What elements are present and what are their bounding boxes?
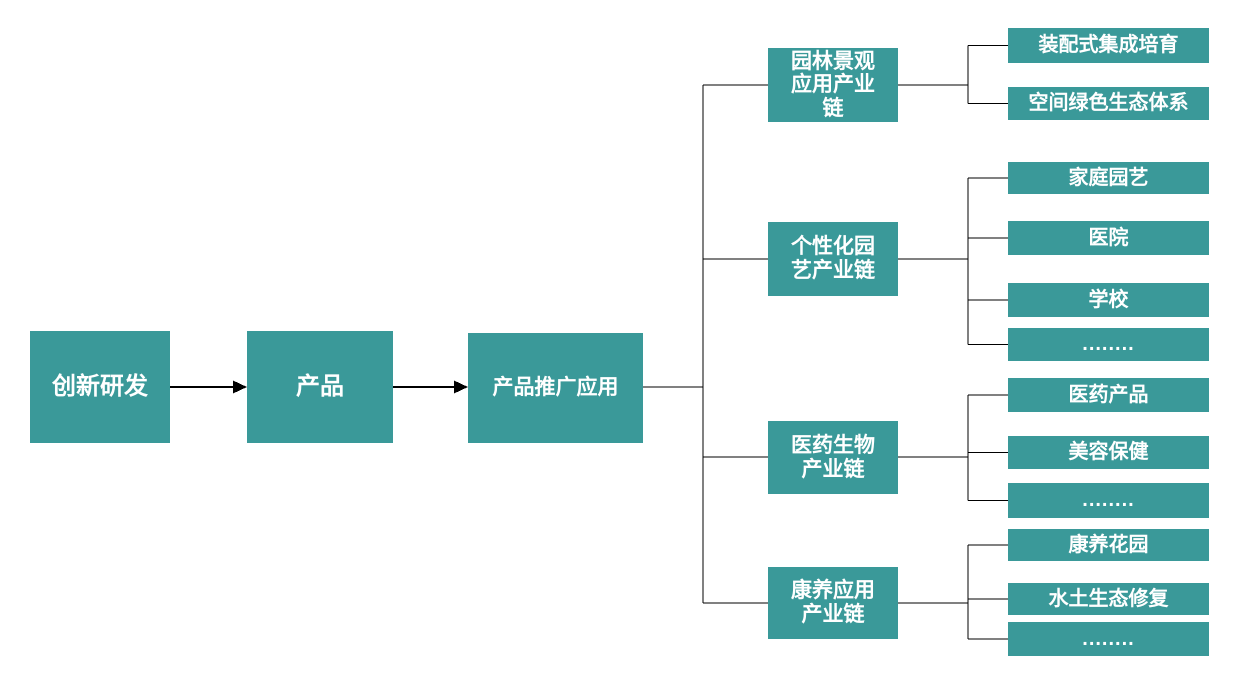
- leaf-box-beauty-care: 美容保健: [1008, 436, 1209, 469]
- leaf-label: ........: [1082, 627, 1135, 650]
- chain-box-landscape: 园林景观 应用产业 链: [768, 48, 898, 122]
- chain-box-personalized-gardening: 个性化园 艺产业链: [768, 222, 898, 296]
- leaf-label: 医药产品: [1068, 383, 1149, 406]
- leaf-label: 空间绿色生态体系: [1028, 92, 1189, 115]
- chain-box-pharma-bio-label: 医药生物 产业链: [791, 433, 875, 481]
- chain-box-wellness-label: 康养应用 产业链: [791, 579, 875, 626]
- flow-box-promotion: 产品推广应用: [468, 333, 643, 443]
- leaf-box-ellipsis-pharma: ........: [1008, 483, 1209, 518]
- arrow-product-to-promotion: [393, 380, 468, 394]
- leaf-box-soil-water-restoration: 水土生态修复: [1008, 583, 1209, 615]
- leaf-box-wellness-garden: 康养花园: [1008, 529, 1209, 561]
- flow-box-product-label: 产品: [296, 372, 344, 400]
- leaf-label: ........: [1082, 489, 1135, 512]
- leaf-box-school: 学校: [1008, 283, 1209, 317]
- flow-box-innovation-label: 创新研发: [52, 372, 148, 400]
- flow-box-innovation: 创新研发: [30, 331, 170, 443]
- leaf-label: 水土生态修复: [1048, 587, 1169, 610]
- leaf-box-hospital: 医院: [1008, 221, 1209, 255]
- leaf-label: 学校: [1088, 288, 1129, 311]
- leaf-box-home-gardening: 家庭园艺: [1008, 162, 1209, 194]
- chain-box-landscape-label: 园林景观 应用产业 链: [791, 49, 875, 120]
- leaf-box-medical-products: 医药产品: [1008, 378, 1209, 412]
- tree-connectors: [643, 44, 1008, 640]
- flow-box-promotion-label: 产品推广应用: [492, 376, 619, 400]
- leaf-box-ellipsis-wellness: ........: [1008, 622, 1209, 656]
- leaf-box-assembled-cultivation: 装配式集成培育: [1008, 28, 1209, 63]
- leaf-label: 医院: [1088, 226, 1129, 249]
- arrow-innovation-to-product: [170, 380, 247, 394]
- chain-box-wellness: 康养应用 产业链: [768, 567, 898, 639]
- leaf-label: 家庭园艺: [1068, 166, 1149, 189]
- flow-box-product: 产品: [247, 331, 393, 443]
- leaf-label: 装配式集成培育: [1038, 34, 1179, 57]
- leaf-label: 美容保健: [1068, 441, 1149, 464]
- leaf-label: ........: [1082, 333, 1135, 356]
- leaf-box-green-eco-system: 空间绿色生态体系: [1008, 87, 1209, 120]
- chain-box-pharma-bio: 医药生物 产业链: [768, 421, 898, 494]
- chain-box-personalized-gardening-label: 个性化园 艺产业链: [791, 235, 875, 282]
- leaf-label: 康养花园: [1068, 533, 1149, 556]
- leaf-box-ellipsis-gardening: ........: [1008, 328, 1209, 361]
